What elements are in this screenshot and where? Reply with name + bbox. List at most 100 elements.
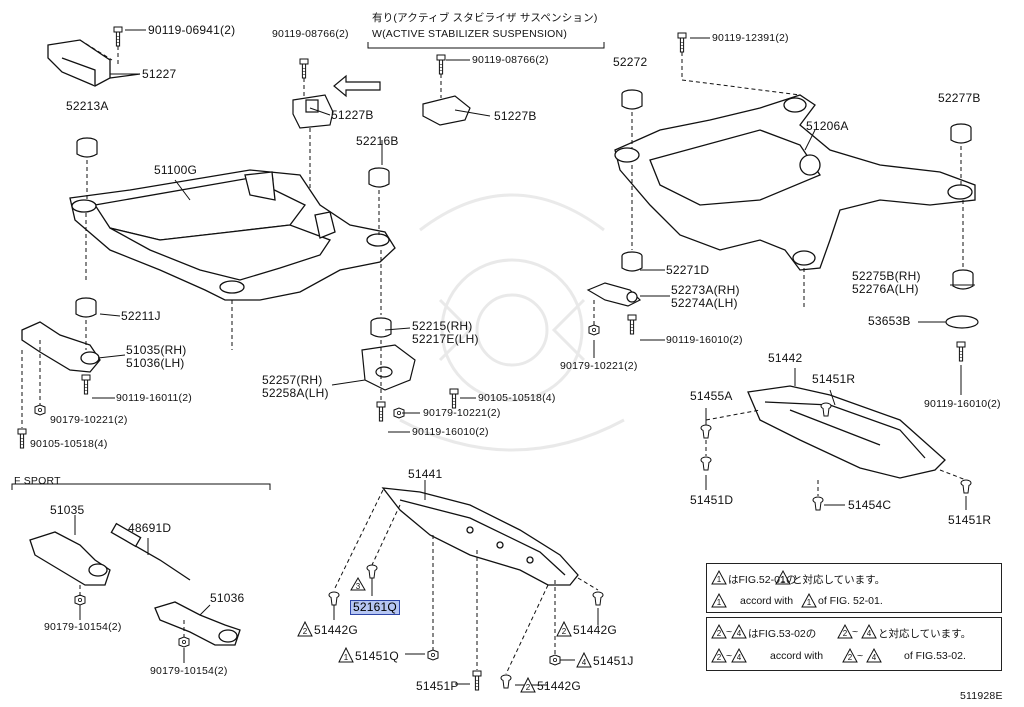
active-stabilizer-jp: 有り(アクティブ スタビライザ サスペンション)	[372, 12, 598, 24]
label-52217e-lh[interactable]: 52217E(LH)	[412, 332, 479, 346]
label-53653b[interactable]: 53653B	[868, 314, 911, 328]
label-52275b-rh[interactable]: 52275B(RH)	[852, 269, 921, 283]
label-52258a-lh[interactable]: 52258A(LH)	[262, 386, 329, 400]
label-52274a-lh[interactable]: 52274A(LH)	[671, 296, 738, 310]
note-tri-1c: 1	[717, 598, 722, 607]
label-51035-rh[interactable]: 51035(RH)	[126, 343, 187, 357]
label-51442g-b[interactable]: 51442G	[537, 679, 581, 693]
note-box-fig52	[706, 563, 1002, 613]
label-90119-08766-b[interactable]: 90119-08766(2)	[472, 54, 549, 66]
note-tri-2a: 2	[717, 629, 722, 638]
label-51451p[interactable]: 51451P	[416, 679, 459, 693]
direction-arrow	[333, 74, 381, 98]
label-51100g[interactable]: 51100G	[154, 163, 198, 177]
arm-51035-51036	[21, 321, 101, 373]
label-90105-10518-mid[interactable]: 90105-10518(4)	[478, 392, 556, 404]
label-52276a-lh[interactable]: 52276A(LH)	[852, 282, 919, 296]
tri-label-1a: 1	[344, 653, 349, 662]
label-51451d[interactable]: 51451D	[690, 493, 734, 507]
note2-en-b: accord with	[770, 650, 824, 662]
note2-jp-c: ~	[852, 626, 859, 638]
label-52277b[interactable]: 52277B	[938, 91, 981, 105]
note1-jp-a: はFIG.52-01の	[728, 574, 797, 586]
front-subframe-51100g	[69, 169, 396, 301]
tri-label-3: 3	[356, 582, 361, 591]
label-90179-10154-a[interactable]: 90179-10154(2)	[44, 621, 122, 633]
note-box-fig53	[706, 617, 1002, 671]
label-90179-10221-mid[interactable]: 90179-10221(2)	[423, 407, 501, 419]
label-90119-16010-rr[interactable]: 90119-16010(2)	[924, 398, 1001, 410]
watermark-emblem	[399, 193, 625, 452]
label-51227b-b[interactable]: 51227B	[494, 109, 537, 123]
note-tri-2d: 2	[848, 653, 853, 662]
label-51451r-b[interactable]: 51451R	[948, 513, 992, 527]
label-90179-10221-left[interactable]: 90179-10221(2)	[50, 414, 128, 426]
label-90179-10154-b[interactable]: 90179-10154(2)	[150, 665, 228, 677]
triangle-badges	[297, 577, 592, 693]
tri-label-2a: 2	[303, 627, 308, 636]
label-51442g-a[interactable]: 51442G	[314, 623, 358, 637]
label-51227[interactable]: 51227	[142, 67, 177, 81]
bracket-51227b-b	[422, 95, 471, 126]
tri-label-2c: 2	[562, 627, 567, 636]
note-tri-1d: 1	[807, 598, 812, 607]
label-51451j[interactable]: 51451J	[593, 654, 634, 668]
tri-label-2b: 2	[526, 683, 531, 692]
label-90119-16010-mid[interactable]: 90119-16010(2)	[412, 426, 489, 438]
label-51442g-c[interactable]: 51442G	[573, 623, 617, 637]
label-51454c[interactable]: 51454C	[848, 498, 892, 512]
note1-jp-b: と対応しています。	[792, 574, 886, 586]
label-52216b[interactable]: 52216B	[356, 134, 399, 148]
label-52273a-rh[interactable]: 52273A(RH)	[671, 283, 740, 297]
note-tri-4a: 4	[737, 629, 742, 638]
under-cover-51441	[381, 487, 579, 586]
label-48691d[interactable]: 48691D	[128, 521, 172, 535]
label-90105-10518-left[interactable]: 90105-10518(4)	[30, 438, 108, 450]
label-51036[interactable]: 51036	[210, 591, 245, 605]
label-90119-16010-r[interactable]: 90119-16010(2)	[666, 334, 743, 346]
pointer-lines	[74, 29, 975, 686]
label-90119-06941[interactable]: 90119-06941(2)	[148, 23, 236, 37]
label-90119-12391[interactable]: 90119-12391(2)	[712, 32, 789, 44]
label-51035[interactable]: 51035	[50, 503, 85, 517]
label-90119-08766-a[interactable]: 90119-08766(2)	[272, 28, 349, 40]
label-52211j[interactable]: 52211J	[121, 309, 161, 323]
note-triangles	[711, 569, 882, 663]
fsport-parts	[29, 522, 241, 646]
label-51442[interactable]: 51442	[768, 351, 803, 365]
bracket-51227b-a	[292, 94, 334, 129]
label-51451q[interactable]: 51451Q	[355, 649, 399, 663]
note2-en-a: ~	[726, 650, 733, 662]
label-52257-rh[interactable]: 52257(RH)	[262, 373, 323, 387]
diagram-id: 511928E	[960, 690, 1003, 702]
label-51451r-a[interactable]: 51451R	[812, 372, 856, 386]
label-52272[interactable]: 52272	[613, 55, 648, 69]
note1-en-a: accord with	[740, 595, 794, 607]
note2-jp-a: ~	[726, 626, 733, 638]
label-51036-lh[interactable]: 51036(LH)	[126, 356, 185, 370]
label-51227b-a[interactable]: 51227B	[331, 108, 374, 122]
bracket-51227	[47, 39, 141, 87]
label-52213a[interactable]: 52213A	[66, 99, 109, 113]
note-tri-1b: 1	[781, 575, 786, 584]
label-52271d[interactable]: 52271D	[666, 263, 710, 277]
note2-jp-d: と対応しています。	[878, 628, 972, 640]
fsport-heading: F SPORT	[14, 475, 61, 487]
note2-jp-b: はFIG.53-02の	[748, 628, 817, 640]
label-51441[interactable]: 51441	[408, 467, 443, 481]
label-51206a[interactable]: 51206A	[806, 119, 849, 133]
rear-subframe-51206a	[614, 94, 976, 271]
label-52161q-highlighted[interactable]: 52161Q	[350, 600, 400, 615]
label-90179-10221-r[interactable]: 90179-10221(2)	[560, 360, 638, 372]
note-tri-2b: 2	[843, 629, 848, 638]
note-tri-4d: 4	[872, 653, 877, 662]
leader-lines	[21, 39, 967, 675]
label-52215-rh[interactable]: 52215(RH)	[412, 319, 473, 333]
label-51455a[interactable]: 51455A	[690, 389, 733, 403]
label-90119-16011[interactable]: 90119-16011(2)	[116, 392, 192, 404]
note1-en-b: of FIG. 52-01.	[818, 595, 883, 607]
active-stabilizer-en: W(ACTIVE STABILIZER SUSPENSION)	[372, 28, 568, 40]
tri-label-4: 4	[582, 658, 587, 667]
